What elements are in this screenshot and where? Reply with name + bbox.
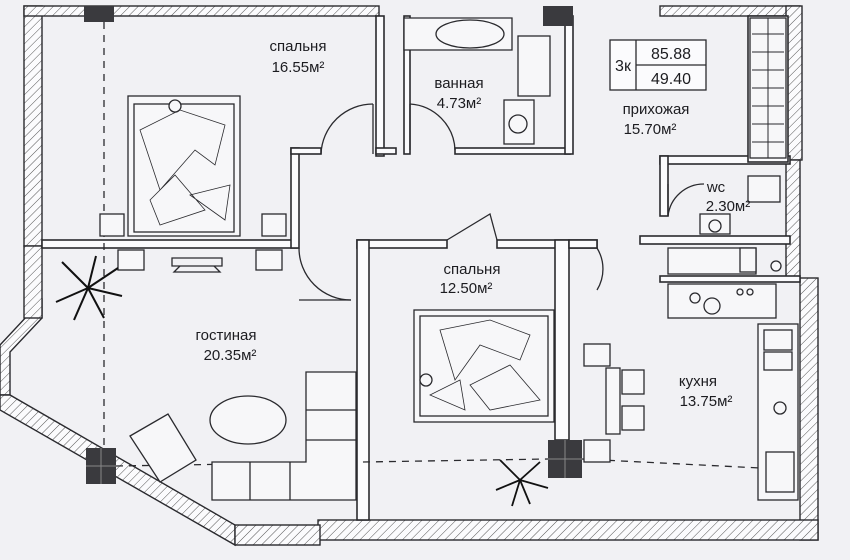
living-room-furniture (55, 249, 357, 501)
room-area-hallway: 15.70м² (624, 121, 677, 138)
room-area-wc: 2.30м² (706, 198, 751, 215)
room-labels: спальня 16.55м² ванная 4.73м² прихожая 1… (196, 38, 751, 410)
room-name-living-room: гостиная (196, 327, 257, 344)
kitchen-furniture (583, 283, 799, 501)
plant (495, 459, 549, 507)
bed-bedroom-1 (99, 95, 287, 237)
room-area-living-room: 20.35м² (204, 347, 257, 364)
room-name-bedroom-2: спальня (444, 261, 501, 278)
room-area-bathroom: 4.73м² (437, 95, 482, 112)
room-name-hallway: прихожая (623, 101, 690, 118)
room-area-bedroom-1: 16.55м² (272, 59, 325, 76)
room-name-bathroom: ванная (434, 75, 483, 92)
room-area-kitchen: 13.75м² (680, 393, 733, 410)
bathroom-fixtures (403, 17, 551, 145)
room-name-wc: wc (706, 179, 726, 196)
hall-wardrobe (749, 17, 787, 159)
unit-badge: 3к 85.88 49.40 (609, 39, 707, 91)
unit-rooms-code: 3к (615, 58, 632, 75)
outer-walls (0, 5, 819, 547)
bed-bedroom-2 (413, 309, 555, 423)
doors (298, 103, 705, 301)
unit-total-area: 85.88 (651, 46, 691, 63)
unit-living-area: 49.40 (651, 71, 691, 88)
wc-fixtures (667, 175, 782, 275)
room-area-bedroom-2: 12.50м² (440, 280, 493, 297)
room-name-bedroom-1: спальня (270, 38, 327, 55)
structural-columns (84, 6, 582, 484)
room-name-kitchen: кухня (679, 373, 717, 390)
